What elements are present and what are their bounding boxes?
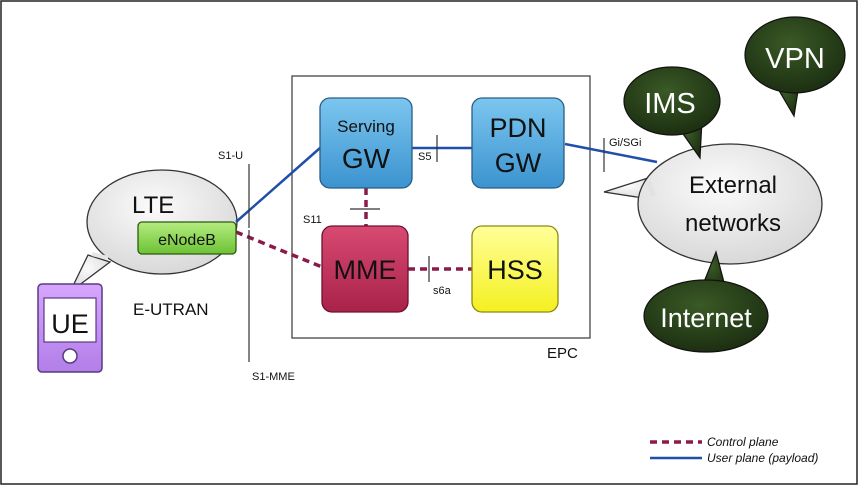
- external-networks-bubble: [603, 143, 823, 265]
- user-plane-sgi-line: [564, 142, 658, 164]
- pdn-gw-line1: PDN: [489, 113, 546, 143]
- ue-screen: [43, 297, 97, 343]
- enodeb-label: eNodeB: [158, 232, 216, 249]
- mme-box: [321, 225, 409, 313]
- legend: Control plane User plane (payload): [650, 435, 818, 465]
- legend-control-label: Control plane: [707, 435, 779, 449]
- s1u-label: S1-U: [218, 150, 243, 162]
- pdn-gw-box: [471, 97, 565, 189]
- internet-bubble: [643, 250, 769, 353]
- enodeb-box: [137, 221, 237, 255]
- control-plane-s1mme-line: [235, 230, 323, 269]
- ims-label: IMS: [644, 88, 696, 120]
- vpn-bubble: [744, 16, 846, 118]
- eutran-label: E-UTRAN: [133, 300, 209, 319]
- legend-user-label: User plane (payload): [707, 451, 818, 465]
- external-networks-line2: networks: [685, 210, 781, 237]
- ue-label: UE: [51, 309, 89, 339]
- serving-gw-line1: Serving: [337, 117, 395, 136]
- ims-bubble: [623, 66, 721, 160]
- sgi-label: Gi/SGi: [609, 137, 641, 149]
- external-networks-line1: External: [689, 172, 777, 199]
- hss-label: HSS: [487, 255, 543, 285]
- serving-gw-box: [319, 97, 413, 189]
- ue-home-button-icon: [62, 348, 78, 364]
- serving-gw-line2: GW: [342, 143, 391, 174]
- hss-box: [471, 225, 559, 313]
- s1mme-label: S1-MME: [252, 371, 295, 383]
- vpn-label: VPN: [765, 43, 825, 75]
- internet-label: Internet: [660, 303, 752, 333]
- pdn-gw-line2: GW: [495, 148, 542, 178]
- ue-device: [37, 283, 103, 373]
- s11-label: S11: [303, 214, 322, 226]
- s6a-label: s6a: [433, 285, 452, 297]
- user-plane-s1u-line: [235, 147, 321, 223]
- epc-label: EPC: [547, 345, 578, 362]
- s5-label: S5: [418, 151, 431, 163]
- lte-label: LTE: [132, 192, 174, 219]
- mme-label: MME: [334, 255, 397, 285]
